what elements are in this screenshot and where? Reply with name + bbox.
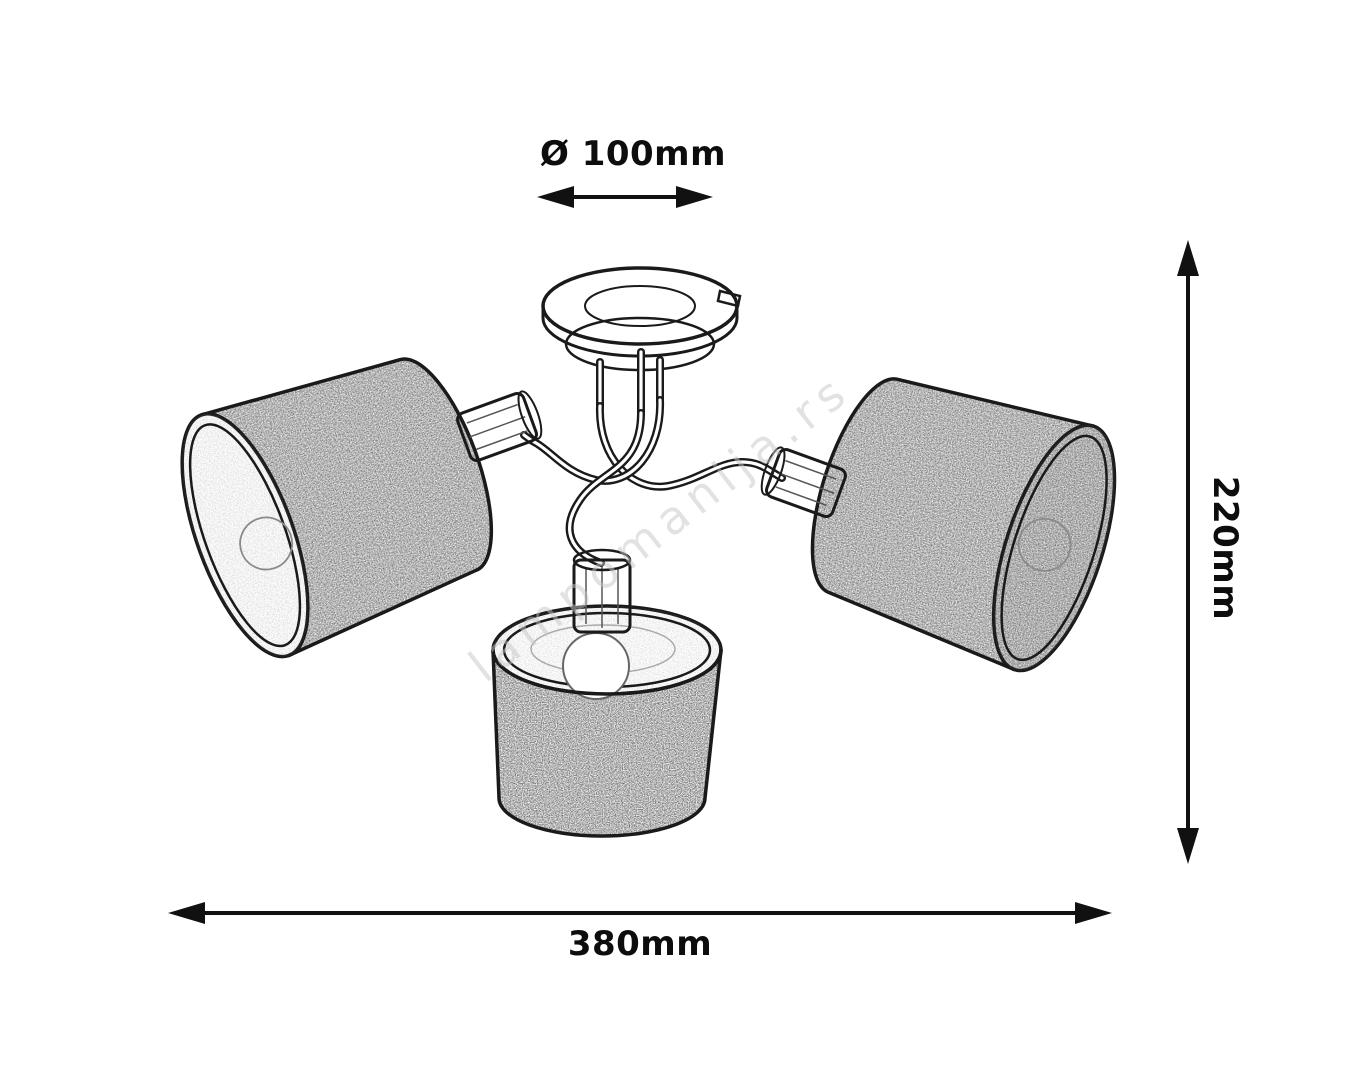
bottom-bulb <box>562 632 630 700</box>
width-label: 380mm <box>567 924 713 964</box>
arms <box>520 396 786 567</box>
arrowhead-left <box>168 902 205 924</box>
arrowhead-right <box>1075 902 1112 924</box>
stems <box>596 348 664 419</box>
diameter-label: Ø 100mm <box>539 134 727 174</box>
arrowhead-right <box>676 186 713 208</box>
arrowhead-up <box>1177 240 1199 276</box>
height-dimension-arrow <box>1177 240 1199 864</box>
right-wood-socket <box>760 446 847 518</box>
right-shade <box>810 377 1117 673</box>
canopy-notch <box>716 289 742 308</box>
width-dimension-arrow <box>168 902 1112 924</box>
left-bulb <box>239 516 294 571</box>
height-label: 220mm <box>1205 475 1245 621</box>
bottom-wood-socket <box>572 548 632 634</box>
arrowhead-left <box>537 186 574 208</box>
left-shade <box>180 357 494 659</box>
diameter-dimension-arrow <box>537 186 713 208</box>
right-bulb <box>1017 517 1072 572</box>
bottom-shade <box>491 604 723 838</box>
bottom-shade-front-rim <box>491 648 723 696</box>
left-wood-socket <box>456 390 543 462</box>
arrowhead-down <box>1177 828 1199 864</box>
